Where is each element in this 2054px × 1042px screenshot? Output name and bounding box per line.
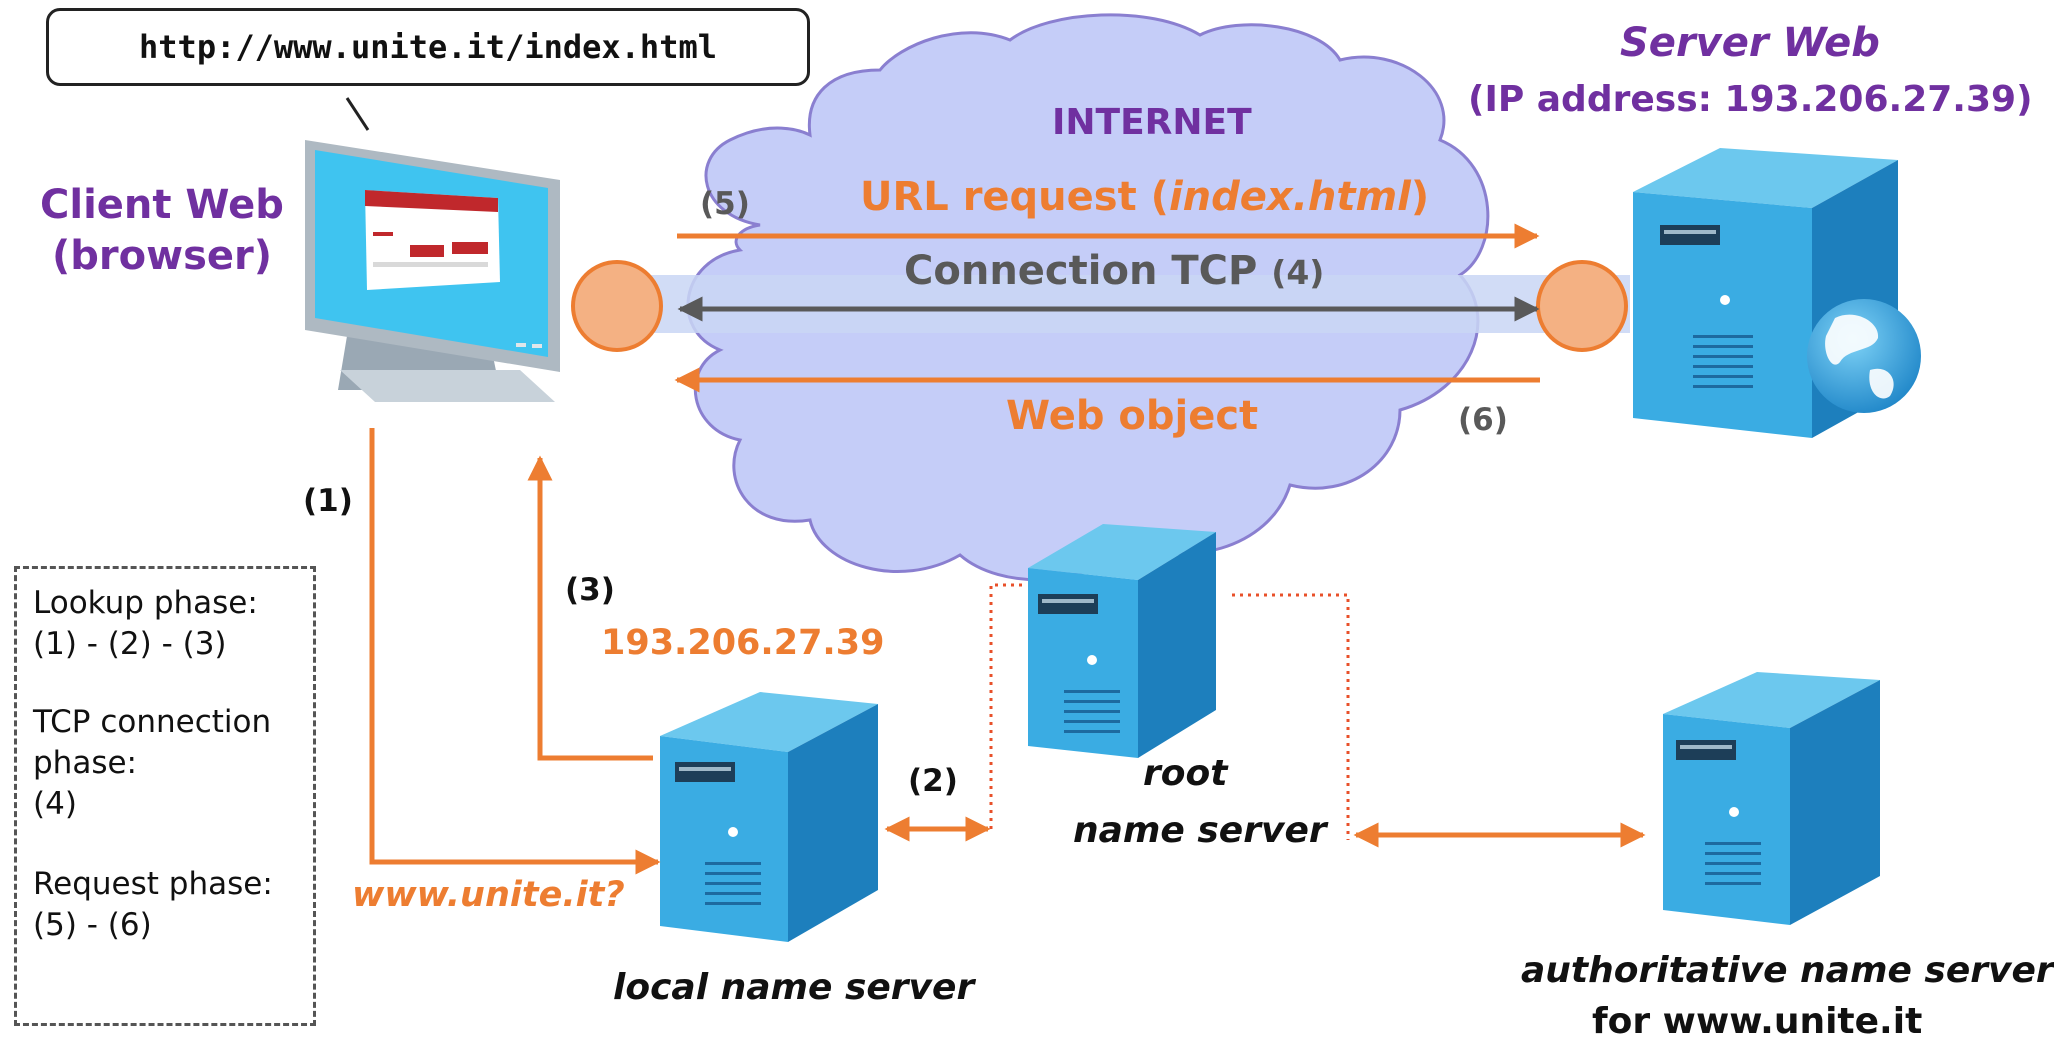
web-request-diagram	[124, 13, 1921, 996]
connection-tcp-label: Connection TCP (4)	[904, 249, 1324, 293]
local-root-dotted-link	[989, 583, 1025, 829]
legend-lookup-title: Lookup phase:	[33, 585, 258, 621]
url-bubble: http://www.unite.it/index.html	[46, 8, 810, 86]
root-dns-server-icon	[1028, 524, 1216, 758]
connection-tcp-step: (4)	[1271, 253, 1325, 292]
url-request-prefix: URL request (	[860, 174, 1169, 220]
server-socket	[1536, 260, 1628, 352]
globe-icon	[1807, 299, 1921, 413]
legend-request-steps: (5) - (6)	[33, 907, 152, 943]
authoritative-name-server-label-2: for www.unite.it	[1592, 1001, 1923, 1042]
step-3-label: (3)	[565, 572, 615, 608]
step-5-label: (5)	[700, 186, 750, 222]
resolved-ip-label: 193.206.27.39	[601, 623, 885, 663]
url-bubble-pointer	[345, 97, 370, 131]
phase-legend: Lookup phase: (1) - (2) - (3) TCP connec…	[14, 566, 316, 1026]
root-auth-dotted-link	[1232, 593, 1350, 840]
local-name-server-label: local name server	[613, 967, 975, 1008]
legend-tcp-title-2: phase:	[33, 745, 137, 781]
step-6-label: (6)	[1458, 402, 1508, 438]
dns-query-label: www.unite.it?	[352, 875, 625, 915]
server-label-line1: Server Web	[1620, 20, 1880, 66]
dns-query-arrow	[369, 428, 661, 875]
dns-response-arrow	[527, 455, 653, 761]
client-label-line1: Client Web	[40, 182, 284, 228]
authoritative-dns-server-icon	[1663, 672, 1880, 925]
root-name-server-label-2: name server	[1073, 810, 1327, 851]
authoritative-name-server-label-1: authoritative name server	[1521, 950, 2054, 991]
url-request-label: URL request (index.html)	[860, 175, 1429, 219]
web-object-label: Web object	[1006, 393, 1259, 439]
internet-title: INTERNET	[1052, 102, 1252, 143]
connection-tcp-text: Connection TCP	[904, 248, 1258, 294]
local-dns-server-icon	[660, 692, 878, 942]
legend-tcp-title-1: TCP connection	[33, 704, 272, 740]
legend-request-title: Request phase:	[33, 866, 273, 902]
monitor-icon	[305, 140, 560, 402]
root-name-server-label-1: root	[1143, 753, 1228, 794]
client-socket	[571, 260, 663, 352]
client-label-line2: (browser)	[52, 233, 273, 279]
url-bubble-text: http://www.unite.it/index.html	[139, 28, 717, 66]
url-request-object: index.html	[1168, 174, 1411, 220]
url-request-suffix: )	[1410, 174, 1430, 220]
legend-tcp-steps: (4)	[33, 786, 77, 822]
step-1-label: (1)	[303, 483, 353, 519]
server-label-line2: (IP address: 193.206.27.39)	[1468, 79, 2033, 120]
step-2-label: (2)	[908, 763, 958, 799]
legend-lookup-steps: (1) - (2) - (3)	[33, 626, 227, 662]
